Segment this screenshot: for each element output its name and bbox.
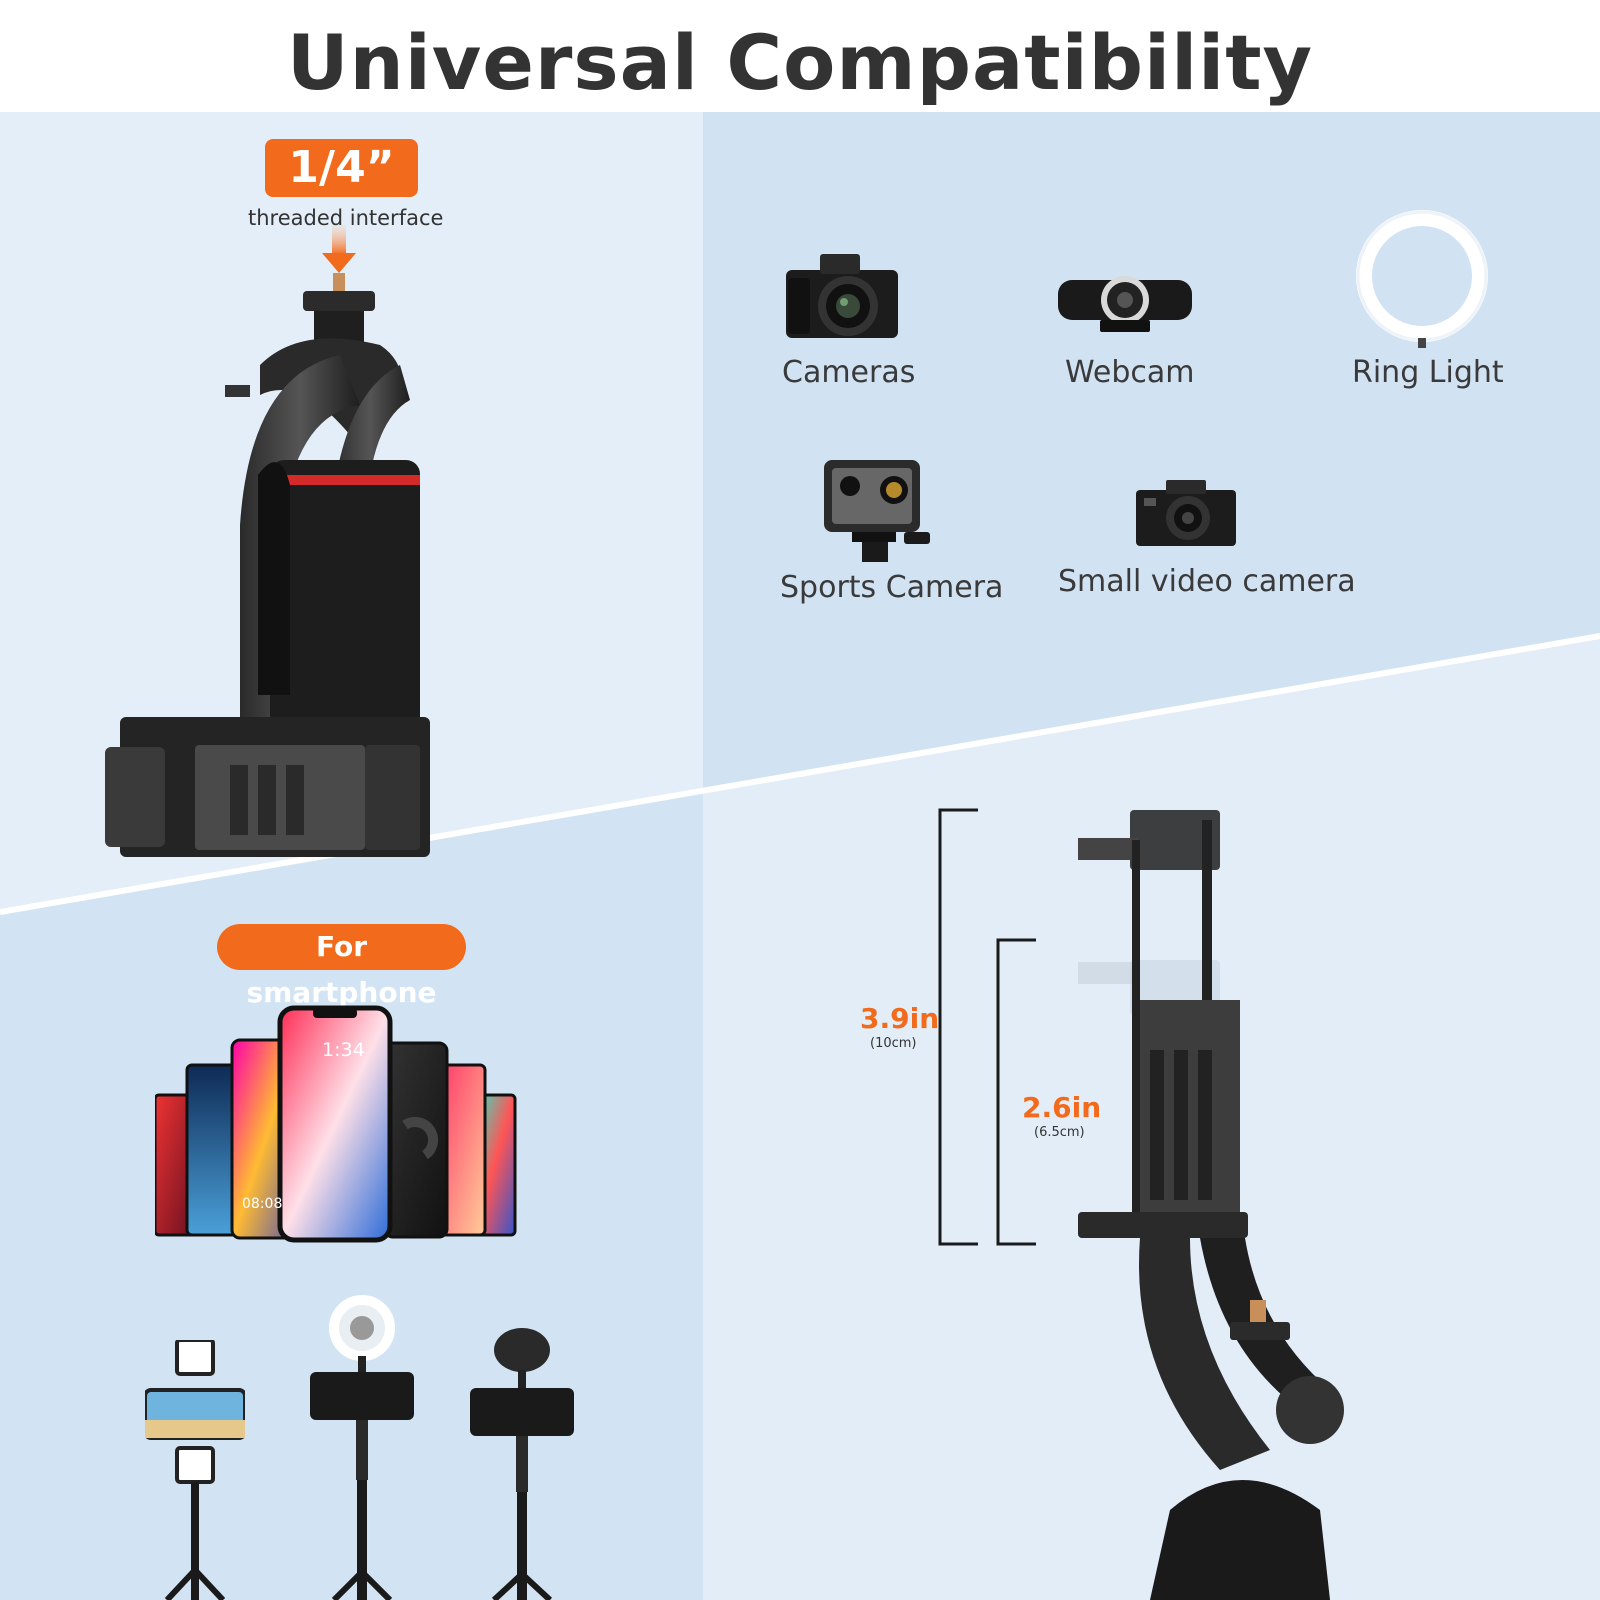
phone-clock-main: 1:34 — [322, 1039, 365, 1061]
min-width-metric: (6.5cm) — [1034, 1125, 1085, 1140]
thread-size-value: 1/4” — [288, 142, 395, 193]
mount-head-illustration — [105, 225, 430, 857]
smartphone-badge: For smartphone — [217, 924, 466, 1009]
max-width-metric: (10cm) — [870, 1036, 917, 1051]
tripod-video-light-setup — [145, 1340, 245, 1600]
header: Universal Compatibility — [0, 0, 1600, 112]
dslr-camera-icon — [786, 254, 898, 338]
compact-camera-icon — [1136, 480, 1236, 546]
thread-size-badge: 1/4” — [265, 139, 418, 197]
phone-clamp-illustration — [1078, 810, 1344, 1600]
page-title: Universal Compatibility — [286, 18, 1314, 107]
action-camera-icon — [824, 460, 930, 562]
device-label-cameras: Cameras — [782, 355, 916, 390]
device-label-webcam: Webcam — [1065, 355, 1195, 390]
background-panels — [0, 112, 1600, 1600]
dimension-brackets — [938, 808, 1036, 1246]
tripod-ring-light-setup — [310, 1295, 414, 1600]
device-label-sports-camera: Sports Camera — [780, 570, 1004, 605]
phone-clock-secondary: 08:08 — [242, 1196, 283, 1212]
smartphones-illustration — [155, 1005, 517, 1243]
min-width-value: 2.6in — [1022, 1091, 1102, 1124]
device-label-small-video-camera: Small video camera — [1058, 564, 1356, 599]
max-width-value: 3.9in — [860, 1002, 940, 1035]
smartphone-badge-text: For smartphone — [246, 930, 437, 1009]
webcam-icon — [1058, 276, 1192, 332]
ring-light-icon — [1356, 210, 1488, 348]
device-label-ring-light: Ring Light — [1352, 355, 1504, 390]
tripod-microphone-setup — [470, 1328, 574, 1600]
